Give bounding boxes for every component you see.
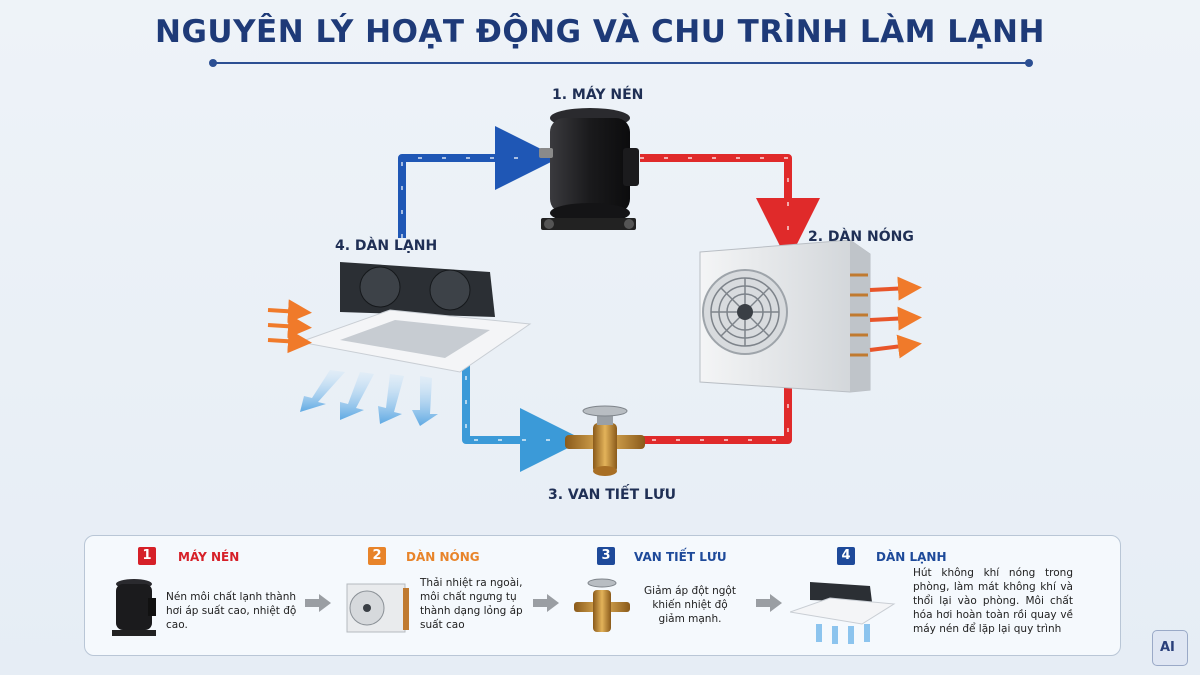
step-3-title: VAN TIẾT LƯU xyxy=(634,550,727,564)
compressor-image xyxy=(539,108,639,230)
liquid-line xyxy=(640,380,792,444)
discharge-line xyxy=(640,154,820,262)
cold-air-arrows xyxy=(300,370,438,426)
step-2-badge: 2 xyxy=(368,547,386,565)
ai-logo-text: AI xyxy=(1160,640,1175,655)
suction-line xyxy=(398,126,559,238)
ai-logo-icon: AI xyxy=(1152,630,1188,666)
label-condenser: 2. DÀN NÓNG xyxy=(808,229,914,245)
step-4-indoor-unit-thumb xyxy=(790,582,896,644)
arrow-right-icon xyxy=(533,594,559,612)
step-4-title: DÀN LẠNH xyxy=(876,550,947,564)
label-expansion-valve: 3. VAN TIẾT LƯU xyxy=(548,487,676,503)
hot-air-arrows xyxy=(869,276,922,359)
step-1-title: MÁY NÉN xyxy=(178,550,240,564)
step-3-badge: 3 xyxy=(597,547,615,565)
step-2-description: Thải nhiệt ra ngoài, môi chất ngưng tụ t… xyxy=(420,577,523,631)
label-compressor: 1. MÁY NÉN xyxy=(552,87,644,103)
warm-air-arrows xyxy=(267,299,312,354)
step-2-title: DÀN NÓNG xyxy=(406,550,480,564)
indoor-unit-image xyxy=(298,262,532,373)
title-underline xyxy=(209,59,1033,67)
page-title: NGUYÊN LÝ HOẠT ĐỘNG VÀ CHU TRÌNH LÀM LẠN… xyxy=(155,14,1045,50)
step-1-description: Nén môi chất lạnh thành hơi áp suất cao,… xyxy=(166,591,297,631)
refrigeration-cycle-diagram xyxy=(267,108,922,476)
arrow-right-icon xyxy=(305,594,331,612)
expansion-line xyxy=(462,352,584,472)
step-1-badge: 1 xyxy=(138,547,156,565)
expansion-valve-image xyxy=(565,405,645,476)
step-3-valve-thumb xyxy=(574,578,630,632)
arrow-right-icon xyxy=(756,594,782,612)
step-3-description: Giảm áp đột ngột khiến nhiệt độ giảm mạn… xyxy=(644,585,736,625)
step-1-compressor-thumb xyxy=(112,579,156,636)
step-4-description: Hút không khí nóng trong phòng, làm mát … xyxy=(913,567,1073,635)
step-2-outdoor-unit-thumb xyxy=(346,583,409,633)
label-evaporator: 4. DÀN LẠNH xyxy=(335,238,438,254)
outdoor-unit-image xyxy=(699,239,871,393)
step-4-badge: 4 xyxy=(837,547,855,565)
